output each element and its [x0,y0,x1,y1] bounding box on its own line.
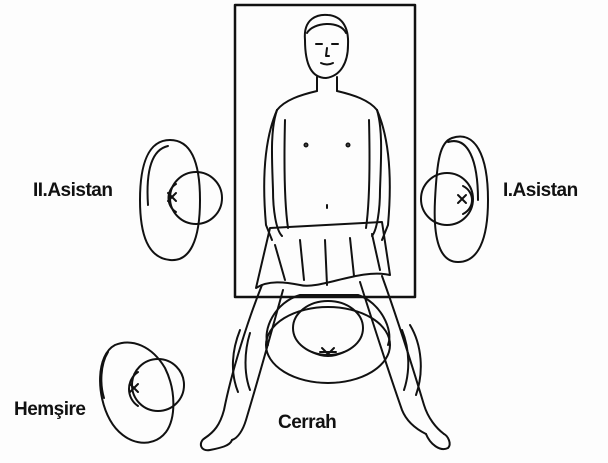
second-assistant-figure [140,140,222,260]
nurse-figure [100,343,184,443]
nurse-label: Hemşire [14,399,86,421]
patient-figure [201,15,450,450]
surgeon-label: Cerrah [278,412,336,434]
second-assistant-label: II.Asistan [33,180,112,202]
first-assistant-figure [421,137,488,262]
first-assistant-label: I.Asistan [503,180,578,202]
